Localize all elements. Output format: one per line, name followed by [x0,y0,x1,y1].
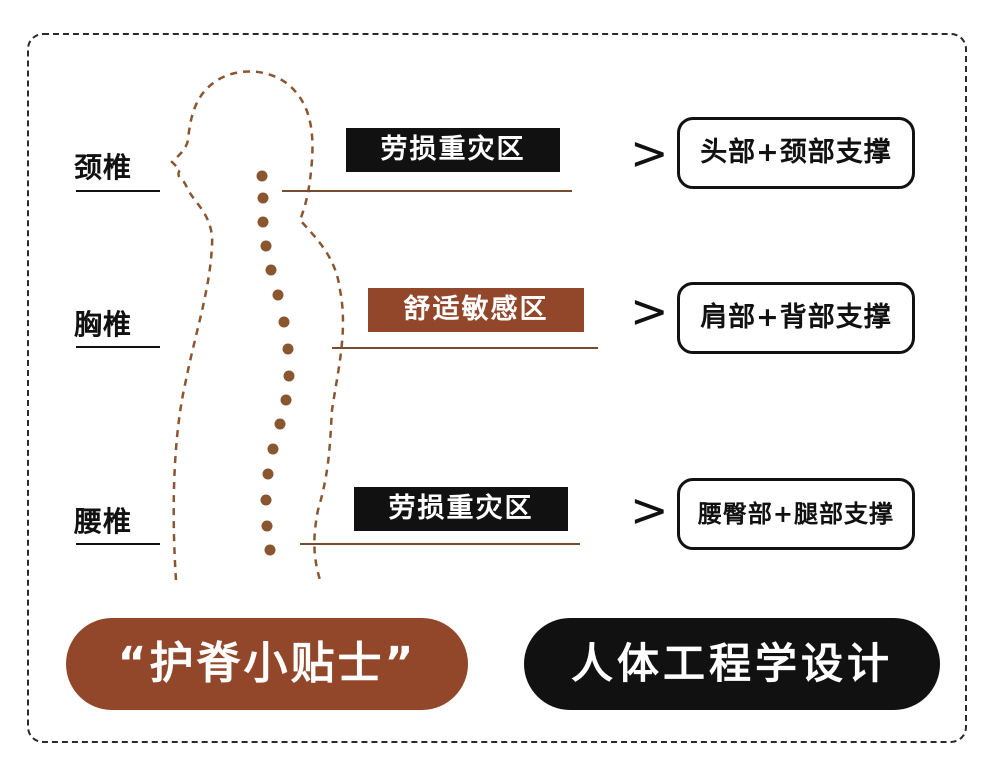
spine-label-thoracic: 胸椎 [74,308,133,341]
chevron-right-icon: > [630,126,669,180]
spine-label-underline [76,190,160,192]
spine-dot [264,544,276,556]
leader-line-lumbar [300,543,580,545]
spine-dot [257,192,269,204]
spine-dot [261,520,273,532]
spine-label-underline [76,346,160,348]
spine-dot [262,468,274,480]
zone-tag-lumbar: 劳损重灾区 [354,487,568,531]
spine-dot [256,170,268,182]
spine-dot [260,494,272,506]
spine-dot [274,418,286,430]
spine-dot [278,316,290,328]
spine-dots [256,170,295,556]
spine-tips-pill: “护脊小贴士” [66,618,468,710]
ergonomic-design-pill: 人体工程学设计 [524,618,940,710]
support-box-thoracic: 肩部+背部支撑 [677,282,915,354]
support-box-lumbar: 腰臀部+腿部支撑 [677,478,915,550]
silhouette-outline [170,70,345,581]
leader-line-cervical [282,190,572,192]
spine-dot [260,240,272,252]
support-box-cervical: 头部+颈部支撑 [677,117,915,189]
spine-dot [272,289,284,301]
chevron-right-icon: > [630,284,669,338]
chevron-right-icon: > [630,483,669,537]
dashed-frame [27,33,967,743]
zone-tag-cervical: 劳损重灾区 [346,128,560,172]
spine-dot [280,394,292,406]
zone-tag-thoracic: 舒适敏感区 [368,288,584,332]
leader-line-thoracic [332,347,598,349]
spine-label-lumbar: 腰椎 [74,505,133,538]
spine-label-cervical: 颈椎 [74,151,133,184]
spine-dot [267,443,279,455]
spine-dot [283,370,295,382]
spine-dot [265,264,277,276]
spine-dot [282,343,294,355]
spine-label-underline [76,543,160,545]
spine-dot [257,216,269,228]
